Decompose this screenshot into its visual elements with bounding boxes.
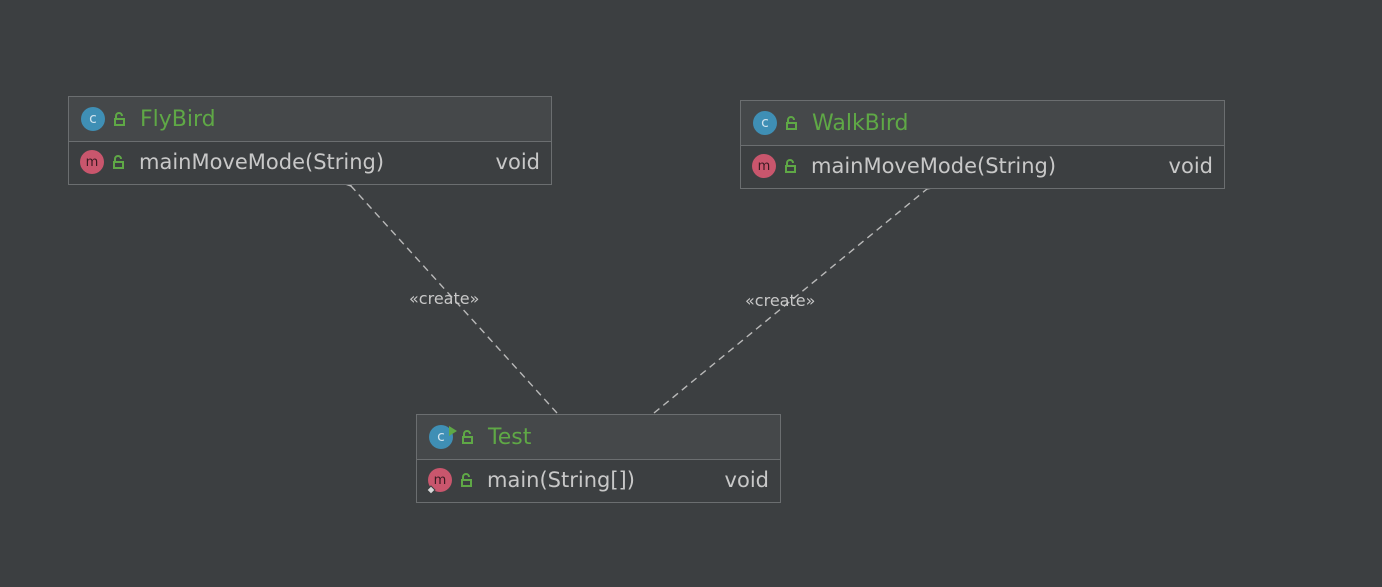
public-lock-icon	[786, 116, 797, 130]
public-lock-icon	[114, 112, 125, 126]
class-node-walkbird[interactable]: c WalkBird m mainMoveMode(String) void	[740, 100, 1225, 189]
class-node-flybird[interactable]: c FlyBird m mainMoveMode(String) void	[68, 96, 552, 185]
method-row[interactable]: m mainMoveMode(String) void	[741, 146, 1224, 186]
method-return-type: void	[1168, 154, 1213, 178]
static-main-marker-icon	[426, 485, 436, 495]
public-lock-icon	[785, 159, 796, 173]
edge-label-walkbird: «create»	[745, 291, 816, 310]
class-header[interactable]: c FlyBird	[69, 97, 551, 142]
class-name: Test	[488, 424, 532, 450]
class-c-icon: c	[81, 107, 105, 131]
edge-label-flybird: «create»	[409, 289, 480, 308]
class-name: WalkBird	[812, 110, 909, 136]
method-letter: m	[433, 472, 447, 488]
class-node-test[interactable]: c Test m main(String[]) void	[416, 414, 781, 503]
method-m-icon: m	[80, 150, 104, 174]
method-row[interactable]: m mainMoveMode(String) void	[69, 142, 551, 182]
method-m-icon: m	[426, 468, 452, 495]
class-header[interactable]: c WalkBird	[741, 101, 1224, 146]
method-row[interactable]: m main(String[]) void	[417, 460, 780, 500]
method-return-type: void	[495, 150, 540, 174]
public-lock-icon	[462, 430, 473, 444]
method-signature: mainMoveMode(String)	[811, 154, 1057, 178]
run-arrow-icon	[449, 426, 457, 436]
class-name: FlyBird	[140, 106, 216, 132]
method-m-icon: m	[752, 154, 776, 178]
class-c-icon: c	[753, 111, 777, 135]
public-lock-icon	[461, 473, 472, 487]
public-lock-icon	[113, 155, 124, 169]
method-signature: mainMoveMode(String)	[139, 150, 385, 174]
method-signature: main(String[])	[487, 468, 635, 492]
class-header[interactable]: c Test	[417, 415, 780, 460]
method-return-type: void	[724, 468, 769, 492]
